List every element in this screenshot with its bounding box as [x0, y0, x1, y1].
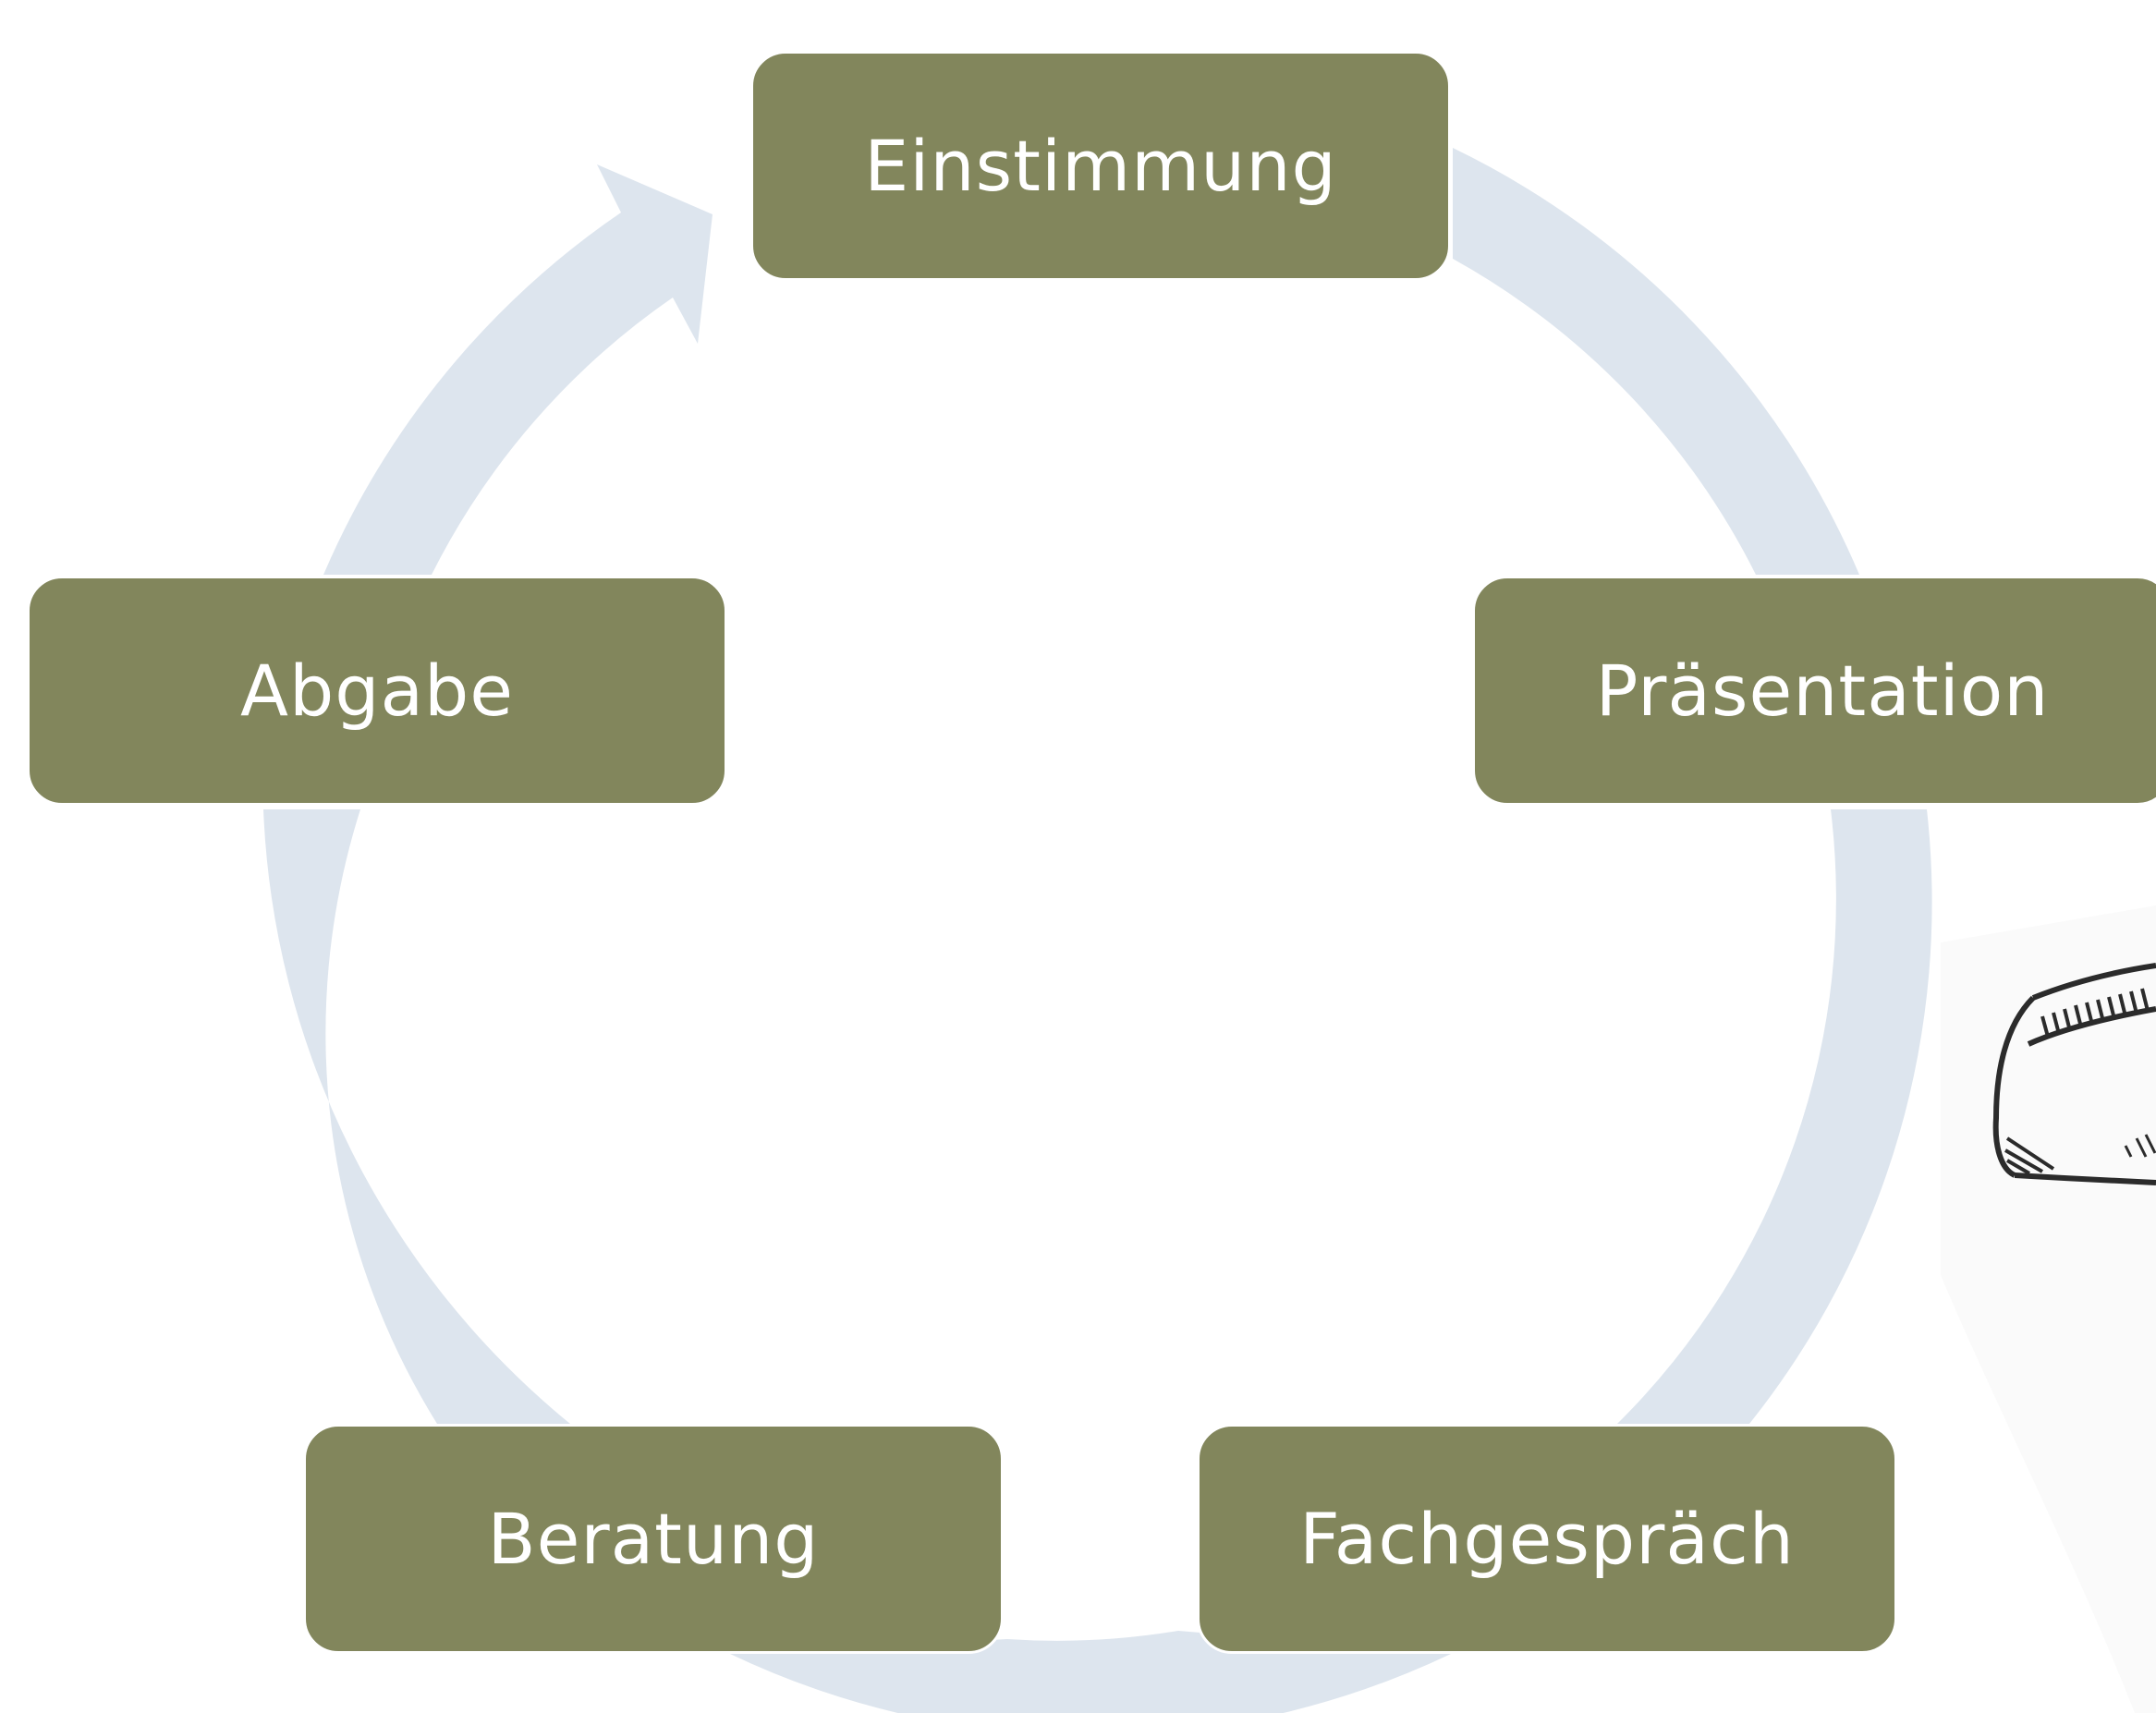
- step-label: Beratung: [487, 1498, 820, 1580]
- step-praesentation: Präsentation: [1472, 576, 2156, 806]
- step-label: Präsentation: [1595, 650, 2050, 732]
- illustration-drawing: [1941, 905, 2156, 1713]
- step-beratung: Beratung: [303, 1424, 1004, 1654]
- step-abgabe: Abgabe: [27, 576, 727, 806]
- step-label: Abgabe: [239, 650, 515, 732]
- step-label: Einstimmung: [864, 125, 1337, 207]
- step-einstimmung: Einstimmung: [750, 51, 1451, 281]
- step-label: Fachgespräch: [1299, 1498, 1795, 1580]
- step-fachgespraech: Fachgespräch: [1197, 1424, 1897, 1654]
